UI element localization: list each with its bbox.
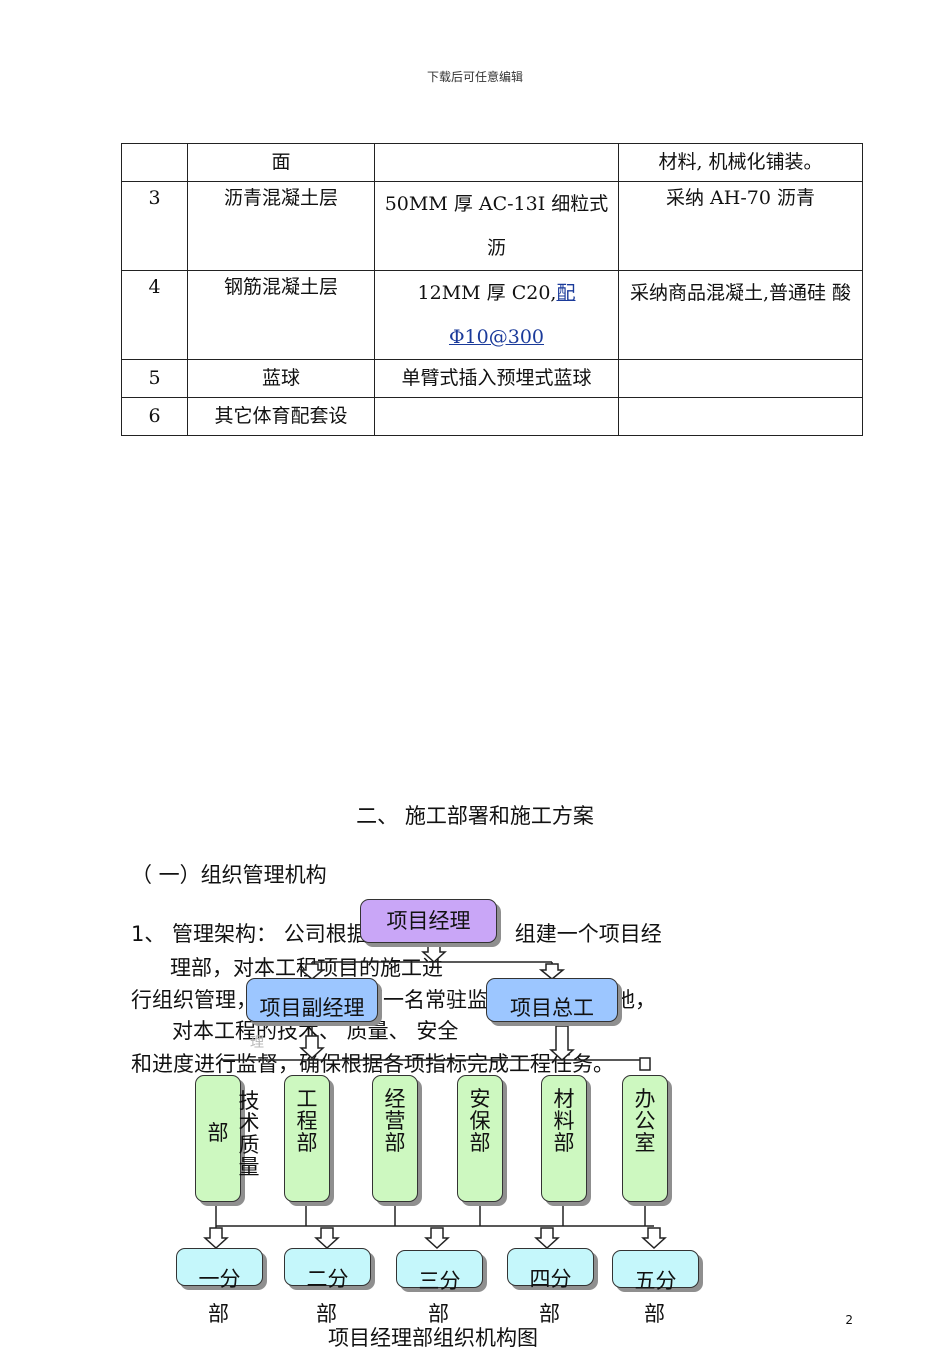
subdivision-label: 部: [644, 1302, 665, 1326]
table-cell: 12MM 厚 C20,配 Φ10@300: [374, 270, 619, 360]
org-box-department: 安保部: [457, 1075, 503, 1202]
table-row: 4 钢筋混凝土层 12MM 厚 C20,配 Φ10@300 采纳商品混凝土,普通…: [121, 270, 863, 360]
department-label: 技术质量: [238, 1090, 260, 1178]
org-box-project-manager: 项目经理: [360, 899, 497, 943]
department-label: 办公室: [634, 1087, 656, 1155]
table-cell: 4: [121, 270, 188, 360]
table-cell: 面: [187, 143, 375, 182]
table-cell: 蓝球: [187, 359, 375, 398]
table-cell: 其它体育配套设: [187, 397, 375, 436]
table-cell: 材料, 机械化铺装。: [618, 143, 863, 182]
cell-text: 12MM 厚 C20,: [417, 282, 557, 304]
department-label: 材料部: [553, 1087, 575, 1155]
subdivision-label: 部: [539, 1302, 560, 1326]
subdivision-label: 部: [428, 1302, 449, 1326]
table-row: 3 沥青混凝土层 50MM 厚 AC-13I 细粒式 沥 采纳 AH-70 沥青: [121, 181, 863, 271]
table-cell: 50MM 厚 AC-13I 细粒式 沥: [374, 181, 619, 271]
table-cell: 钢筋混凝土层: [187, 270, 375, 360]
table-row: 面 材料, 机械化铺装。: [121, 143, 863, 182]
org-box-department: 办公室: [622, 1075, 668, 1202]
org-box-department: 工程部: [284, 1075, 330, 1202]
table-cell: 采纳 AH-70 沥青: [618, 181, 863, 271]
table-row: 5 蓝球 单臂式插入预埋式蓝球: [121, 359, 863, 398]
table-cell: [374, 397, 619, 436]
materials-table: 面 材料, 机械化铺装。 3 沥青混凝土层 50MM 厚 AC-13I 细粒式 …: [121, 143, 863, 436]
subdivision-label: 部: [208, 1302, 229, 1326]
department-label: 经营部: [384, 1087, 406, 1155]
department-label: 安保部: [469, 1087, 491, 1155]
department-ghost-text: 理: [250, 1035, 264, 1051]
department-label: 工程部: [296, 1087, 318, 1155]
department-label-text: 技术质量: [238, 1089, 260, 1179]
table-cell: [121, 143, 188, 182]
table-row: 6 其它体育配套设: [121, 397, 863, 436]
table-cell: 单臂式插入预埋式蓝球: [374, 359, 619, 398]
table-cell: [618, 397, 863, 436]
department-label: 部: [207, 1121, 229, 1145]
org-box-subdivision: 四分: [507, 1248, 594, 1291]
org-box-subdivision: 二分: [284, 1248, 371, 1291]
org-box-chief-engineer: 项目总工: [486, 978, 618, 1022]
rebar-link[interactable]: 配: [556, 282, 576, 304]
table-cell: [618, 359, 863, 398]
paragraph-line: 和进度进行监督，确保根据各项指标完成工程任务。: [131, 1052, 614, 1076]
org-box-subdivision: 三分: [396, 1250, 483, 1293]
org-box-subdivision: 一分: [176, 1248, 263, 1291]
sub-title: （ 一）组织管理机构: [131, 863, 327, 887]
page-header: 下载后可任意编辑: [426, 70, 523, 84]
org-box-deputy-manager: 项目副经理: [246, 978, 378, 1022]
org-box-department: 部: [195, 1075, 241, 1202]
table-cell: 5: [121, 359, 188, 398]
subdivision-label: 部: [316, 1302, 337, 1326]
org-box-subdivision: 五分: [612, 1250, 699, 1293]
org-box-department: 材料部: [541, 1075, 587, 1202]
org-box-department: 经营部: [372, 1075, 418, 1202]
org-chart-caption: 项目经理部组织机构图: [328, 1326, 538, 1350]
section-title: 二、 施工部署和施工方案: [356, 804, 594, 828]
page-number: 2: [845, 1313, 853, 1327]
rebar-spec-link[interactable]: Φ10@300: [448, 326, 545, 348]
